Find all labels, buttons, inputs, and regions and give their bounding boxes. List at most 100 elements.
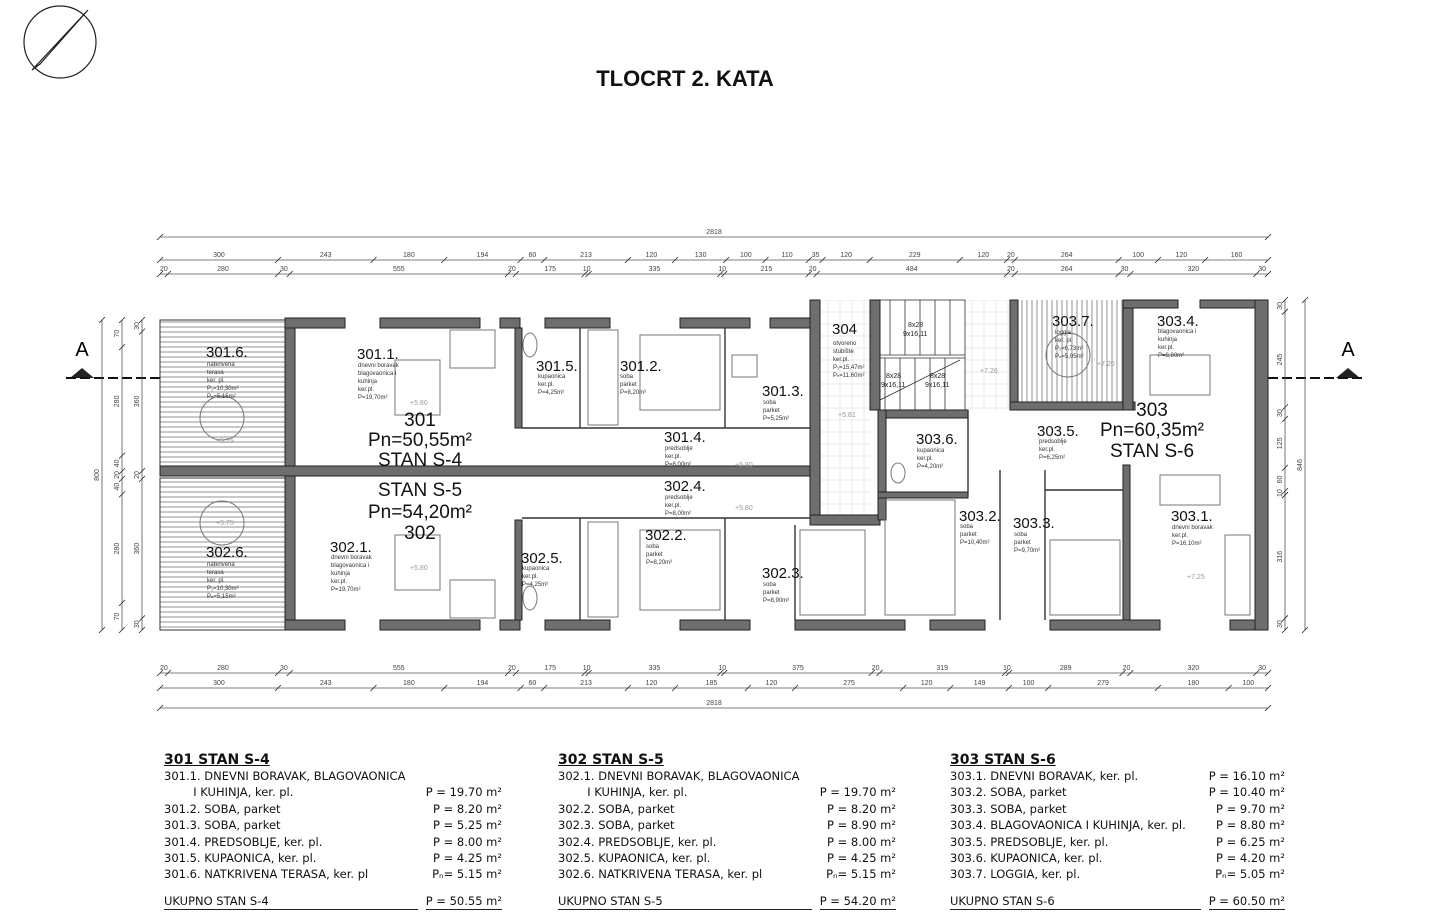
dimension-label: 120 (840, 252, 852, 259)
dimension-tick (440, 684, 448, 692)
dimension-label: 360 (134, 395, 141, 407)
svg-text:natkrivena: natkrivena (207, 362, 235, 368)
dimension-tick (1281, 415, 1289, 423)
dimension-tick (156, 270, 164, 278)
dimension-tick (540, 256, 548, 264)
svg-text:P=8,20m²: P=8,20m² (620, 390, 646, 396)
legend-heading: 303 STAN S-6 (950, 752, 1056, 768)
svg-text:Pn=50,55m²: Pn=50,55m² (368, 430, 472, 451)
partitions (522, 328, 1123, 620)
dimension-label: 30 (280, 665, 288, 672)
dining-table-icon (394, 534, 441, 591)
legend-s5: 302 STAN S-5 302.1. DNEVNI BORAVAK, BLAG… (558, 752, 896, 911)
bed-icon (884, 499, 956, 616)
svg-text:P=10,40m²: P=10,40m² (960, 540, 990, 546)
room-301-6-label: 301.6. natkrivena terasa ker. pl. P₁=10,… (206, 344, 248, 400)
dimension-label: 110 (782, 252, 793, 259)
svg-text:P=16,10m²: P=16,10m² (1172, 541, 1202, 547)
legend-s6: 303 STAN S-6 303.1. DNEVNI BORAVAK, ker.… (950, 752, 1285, 911)
svg-text:302.6.: 302.6. (206, 544, 248, 561)
dimension-tick (1011, 270, 1019, 278)
svg-text:ker.pl.: ker.pl. (917, 456, 933, 462)
room-302-5-label: 302.5. kupaonica ker.pl. P=4,25m² (521, 550, 563, 588)
dimension-tick (164, 270, 172, 278)
svg-text:soba: soba (1014, 532, 1028, 538)
desk-chair-icon (731, 354, 758, 378)
svg-text:ker.pl.: ker.pl. (538, 382, 554, 388)
dimension-tick (1201, 256, 1209, 264)
svg-text:kuhinja: kuhinja (1158, 337, 1178, 343)
svg-text:8x28: 8x28 (930, 373, 945, 380)
legend-room-label: 302.3. SOBA, parket (558, 818, 675, 833)
dimension-label: 213 (580, 680, 592, 687)
svg-text:ker.pl.: ker.pl. (665, 503, 681, 509)
dimension-label: 194 (477, 252, 489, 259)
dimension-label: 20 (809, 266, 817, 273)
room-303-5-label: 303.5. predsoblje ker.pl. P=6,25m² (1037, 423, 1079, 461)
dimension-tick (1264, 233, 1272, 241)
dimension-label: 120 (646, 252, 658, 259)
stair-annotations: 8x28 9x16,11 8x28 9x16,11 8x28 9x16,11 (881, 322, 949, 389)
dimension-tick (512, 270, 520, 278)
terrace-302-6 (159, 477, 286, 631)
dimension-label: 180 (403, 252, 415, 259)
svg-text:parket: parket (1014, 540, 1031, 546)
legend-room-area: P = 6.25 m² (1216, 834, 1285, 849)
svg-text:soba: soba (763, 582, 777, 588)
bed-icon (639, 529, 721, 611)
svg-text:P₁=6,73m²: P₁=6,73m² (1055, 346, 1083, 352)
dimension-label: 555 (393, 266, 405, 273)
dimension-tick (138, 626, 146, 634)
legend-room-area: P = 9.70 m² (1216, 801, 1285, 816)
svg-text:blagovaonica i: blagovaonica i (358, 371, 396, 377)
room-301-2-label: 301.2. soba parket P=8,20m² (620, 358, 662, 396)
room-301-1-label: 301.1. dnevni boravak blagovaonica i kuh… (357, 346, 400, 401)
dimension-label: 35 (812, 252, 820, 259)
svg-text:P=6,25m²: P=6,25m² (1039, 455, 1065, 461)
stair-landing-304 (820, 300, 870, 518)
legend-room-area: P = 4.25 m² (433, 851, 502, 866)
svg-text:9x16,11: 9x16,11 (903, 331, 927, 338)
dimension-label: 280 (217, 266, 229, 273)
svg-text:ker.pl.: ker.pl. (1172, 533, 1188, 539)
dimension-label: 60 (1277, 475, 1284, 483)
dimension-label: 60 (528, 680, 536, 687)
dimension-tick (118, 316, 126, 324)
dimension-tick (624, 684, 632, 692)
stove-icon (449, 329, 496, 369)
legend-room-label: 301.4. PREDSOBLJE, ker. pl. (164, 834, 323, 849)
legend-room-area: Pₙ= 5.15 m² (826, 867, 896, 882)
dimension-tick (720, 270, 728, 278)
legend-room-label: 302.2. SOBA, parket (558, 801, 675, 816)
dimension-label: 20 (160, 665, 168, 672)
dimension-label: 264 (1061, 252, 1073, 259)
bed-icon (639, 334, 721, 411)
svg-text:P=8,00m²: P=8,00m² (665, 511, 691, 517)
room-301-4-label: 301.4. predsoblje ker.pl. P=8,00m² (664, 429, 706, 468)
svg-text:+7.25: +7.25 (1187, 574, 1205, 581)
dimension-label: 10 (583, 665, 591, 672)
dimension-tick (1281, 403, 1289, 411)
legend-room-label: 303.1. DNEVNI BORAVAK, ker. pl. (950, 769, 1139, 783)
dimension-tick (540, 684, 548, 692)
dimension-label: 10 (718, 665, 726, 672)
dimension-label: 555 (393, 665, 405, 672)
dimension-tick (1003, 270, 1011, 278)
svg-text:303.5.: 303.5. (1037, 423, 1079, 440)
dimension-label: 30 (1121, 266, 1129, 273)
dimension-tick (370, 256, 377, 264)
dimension-label: 100 (1132, 252, 1144, 259)
legend-room-area: P = 8.00 m² (827, 834, 896, 849)
dimension-label: 280 (114, 395, 121, 407)
loggia-table-icon (1045, 332, 1091, 378)
dimension-label: 10 (583, 266, 591, 273)
dimension-label: 30 (1277, 620, 1284, 628)
svg-text:8x28: 8x28 (886, 373, 901, 380)
svg-text:ker.pl.: ker.pl. (833, 357, 849, 363)
dimension-label: 120 (646, 680, 658, 687)
dimension-label: 289 (1060, 665, 1072, 672)
dimension-label: 316 (1277, 551, 1284, 563)
svg-text:parket: parket (620, 382, 637, 388)
